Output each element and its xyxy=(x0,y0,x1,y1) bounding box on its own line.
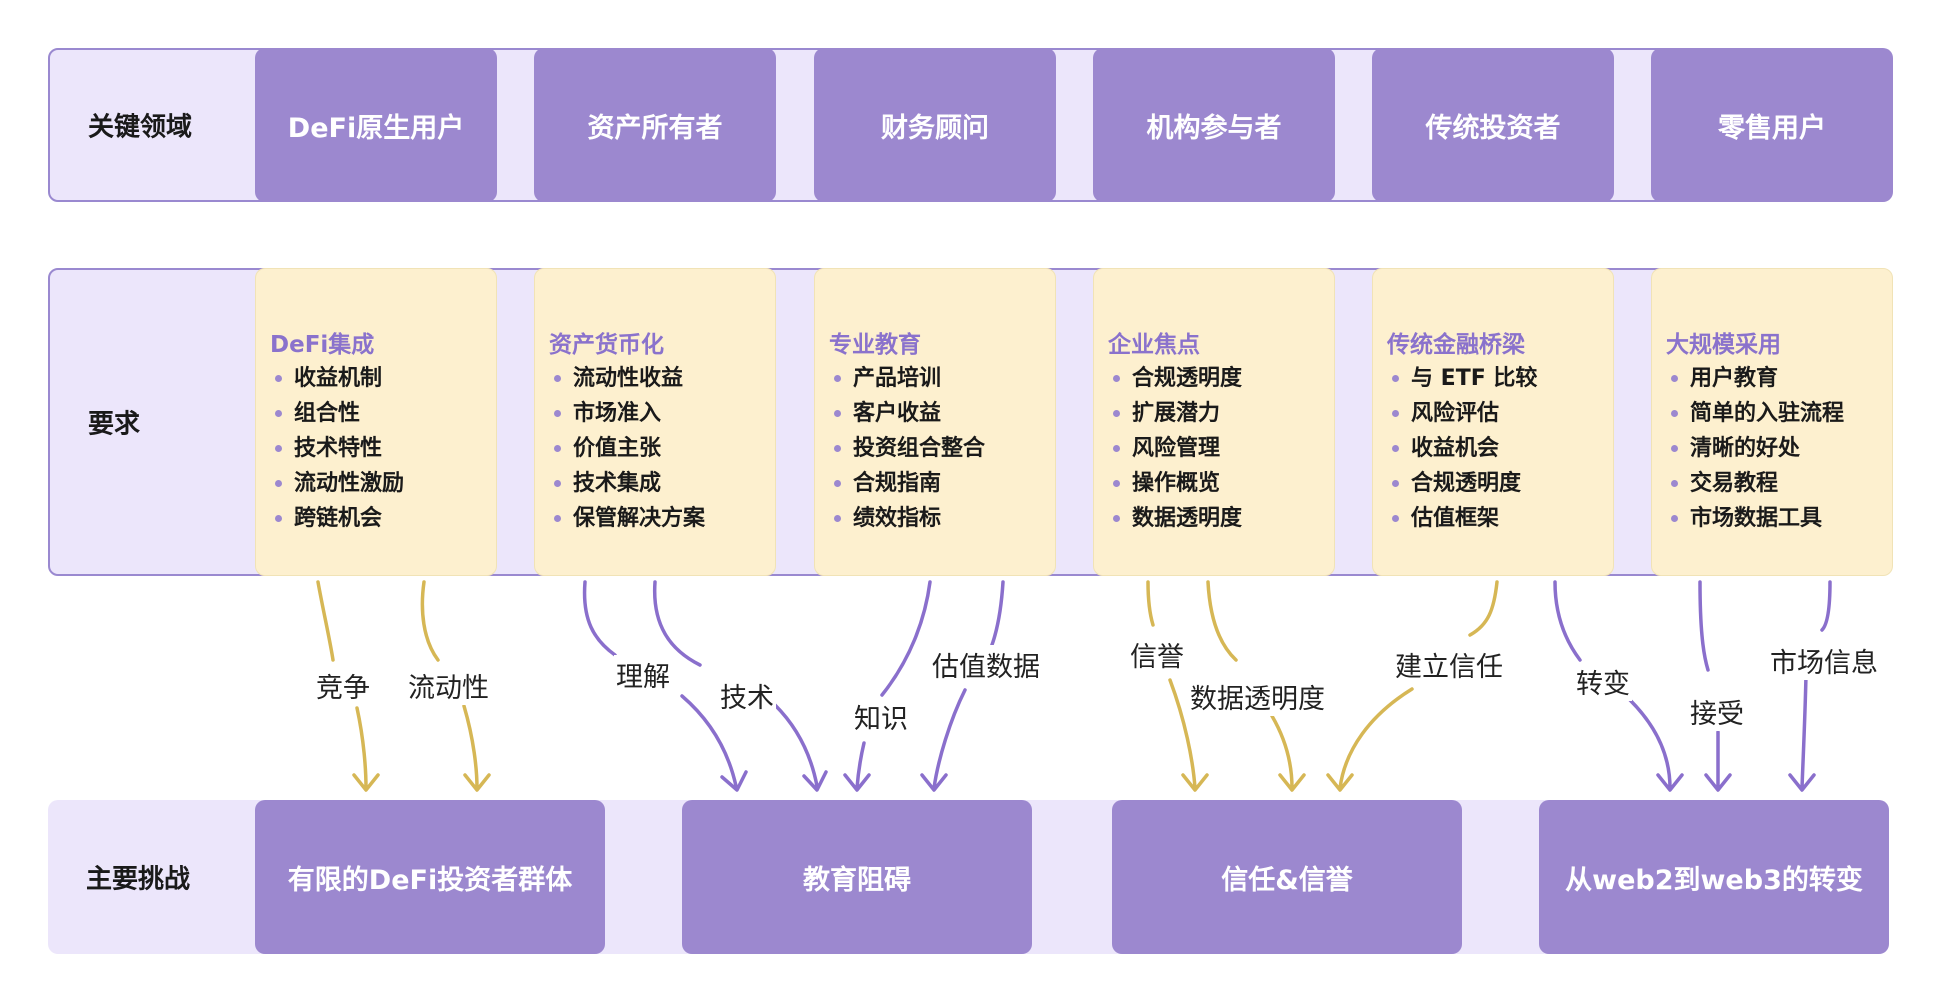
arrow-transition xyxy=(1553,580,1684,792)
requirement-item: 收益机制 xyxy=(275,361,496,396)
arrow-competition xyxy=(316,580,380,792)
requirement-list: 流动性收益 市场准入 价值主张 技术集成 保管解决方案 xyxy=(549,361,775,536)
arrow-label-market-info: 市场信息 xyxy=(1768,641,1880,680)
requirement-item: 组合性 xyxy=(275,396,496,431)
requirement-card-tradfi-bridge: 传统金融桥梁 与 ETF 比较 风险评估 收益机会 合规透明度 估值框架 xyxy=(1372,268,1614,576)
requirement-item: 收益机会 xyxy=(1392,431,1613,466)
requirement-item: 市场准入 xyxy=(554,396,775,431)
requirements-row-label: 要求 xyxy=(88,409,141,440)
requirement-list: 用户教育 简单的入驻流程 清晰的好处 交易教程 市场数据工具 xyxy=(1666,361,1892,536)
requirement-item: 操作概览 xyxy=(1113,466,1334,501)
challenge-education-barrier: 教育阻碍 xyxy=(682,800,1032,954)
requirement-list: 收益机制 组合性 技术特性 流动性激励 跨链机会 xyxy=(270,361,496,536)
requirement-item: 市场数据工具 xyxy=(1671,501,1892,536)
arrow-label-understanding: 理解 xyxy=(614,655,672,694)
challenge-trust-reputation: 信任&信誉 xyxy=(1112,800,1462,954)
domain-asset-owners: 资产所有者 xyxy=(534,48,776,202)
domain-retail-users: 零售用户 xyxy=(1651,48,1893,202)
requirement-item: 投资组合整合 xyxy=(834,431,1055,466)
requirement-item: 用户教育 xyxy=(1671,361,1892,396)
arrow-label-valuation-data: 估值数据 xyxy=(930,645,1042,684)
arrow-market-info xyxy=(1788,580,1832,792)
requirement-item: 合规透明度 xyxy=(1113,361,1334,396)
arrow-data-transparency xyxy=(1206,580,1306,792)
challenge-limited-investor-base: 有限的DeFi投资者群体 xyxy=(255,800,605,954)
arrow-label-data-transparency: 数据透明度 xyxy=(1188,677,1327,716)
requirement-card-asset-monetization: 资产货币化 流动性收益 市场准入 价值主张 技术集成 保管解决方案 xyxy=(534,268,776,576)
requirement-item: 合规指南 xyxy=(834,466,1055,501)
domain-defi-native-users: DeFi原生用户 xyxy=(255,48,497,202)
requirement-card-professional-education: 专业教育 产品培训 客户收益 投资组合整合 合规指南 绩效指标 xyxy=(814,268,1056,576)
requirement-title: 企业焦点 xyxy=(1108,332,1200,358)
arrow-label-knowledge: 知识 xyxy=(852,697,910,736)
requirement-item: 保管解决方案 xyxy=(554,501,775,536)
arrow-label-build-trust: 建立信任 xyxy=(1393,645,1505,684)
arrow-label-tech: 技术 xyxy=(718,676,776,715)
arrow-knowledge xyxy=(843,580,932,792)
requirement-item: 客户收益 xyxy=(834,396,1055,431)
arrow-build-trust xyxy=(1326,580,1499,792)
requirement-item: 跨链机会 xyxy=(275,501,496,536)
arrow-understanding xyxy=(582,580,748,792)
requirement-item: 产品培训 xyxy=(834,361,1055,396)
domain-traditional-investors: 传统投资者 xyxy=(1372,48,1614,202)
arrow-label-competition: 竞争 xyxy=(314,666,372,705)
arrow-liquidity xyxy=(420,580,491,792)
requirement-list: 产品培训 客户收益 投资组合整合 合规指南 绩效指标 xyxy=(829,361,1055,536)
arrow-acceptance xyxy=(1698,580,1732,792)
requirement-item: 估值框架 xyxy=(1392,501,1613,536)
challenges-row-label: 主要挑战 xyxy=(86,864,191,895)
requirement-item: 流动性收益 xyxy=(554,361,775,396)
requirement-item: 扩展潜力 xyxy=(1113,396,1334,431)
arrow-valuation-data xyxy=(920,580,1005,792)
requirement-list: 与 ETF 比较 风险评估 收益机会 合规透明度 估值框架 xyxy=(1387,361,1613,536)
requirement-card-mass-adoption: 大规模采用 用户教育 简单的入驻流程 清晰的好处 交易教程 市场数据工具 xyxy=(1651,268,1893,576)
requirement-card-defi-integration: DeFi集成 收益机制 组合性 技术特性 流动性激励 跨链机会 xyxy=(255,268,497,576)
requirement-title: DeFi集成 xyxy=(270,332,375,358)
requirement-item: 技术集成 xyxy=(554,466,775,501)
arrow-reputation xyxy=(1146,580,1209,792)
domain-institutional-participants: 机构参与者 xyxy=(1093,48,1335,202)
requirement-item: 与 ETF 比较 xyxy=(1392,361,1613,396)
requirement-item: 技术特性 xyxy=(275,431,496,466)
requirement-item: 清晰的好处 xyxy=(1671,431,1892,466)
requirement-list: 合规透明度 扩展潜力 风险管理 操作概览 数据透明度 xyxy=(1108,361,1334,536)
arrow-label-transition: 转变 xyxy=(1574,662,1632,701)
requirement-item: 简单的入驻流程 xyxy=(1671,396,1892,431)
requirement-item: 交易教程 xyxy=(1671,466,1892,501)
requirement-title: 大规模采用 xyxy=(1666,332,1781,358)
requirement-item: 数据透明度 xyxy=(1113,501,1334,536)
challenge-web2-to-web3-shift: 从web2到web3的转变 xyxy=(1539,800,1889,954)
requirement-item: 合规透明度 xyxy=(1392,466,1613,501)
requirement-item: 风险管理 xyxy=(1113,431,1334,466)
requirement-item: 价值主张 xyxy=(554,431,775,466)
requirement-title: 专业教育 xyxy=(829,332,921,358)
arrow-label-acceptance: 接受 xyxy=(1688,692,1746,731)
requirement-title: 传统金融桥梁 xyxy=(1387,332,1525,358)
arrow-tech xyxy=(652,580,828,792)
domains-row-label: 关键领域 xyxy=(88,112,193,143)
requirement-card-enterprise-focus: 企业焦点 合规透明度 扩展潜力 风险管理 操作概览 数据透明度 xyxy=(1093,268,1335,576)
arrow-label-liquidity: 流动性 xyxy=(406,666,491,705)
requirement-item: 绩效指标 xyxy=(834,501,1055,536)
requirement-item: 流动性激励 xyxy=(275,466,496,501)
arrow-label-reputation: 信誉 xyxy=(1128,635,1186,674)
requirement-title: 资产货币化 xyxy=(549,332,664,358)
domain-financial-advisors: 财务顾问 xyxy=(814,48,1056,202)
requirement-item: 风险评估 xyxy=(1392,396,1613,431)
